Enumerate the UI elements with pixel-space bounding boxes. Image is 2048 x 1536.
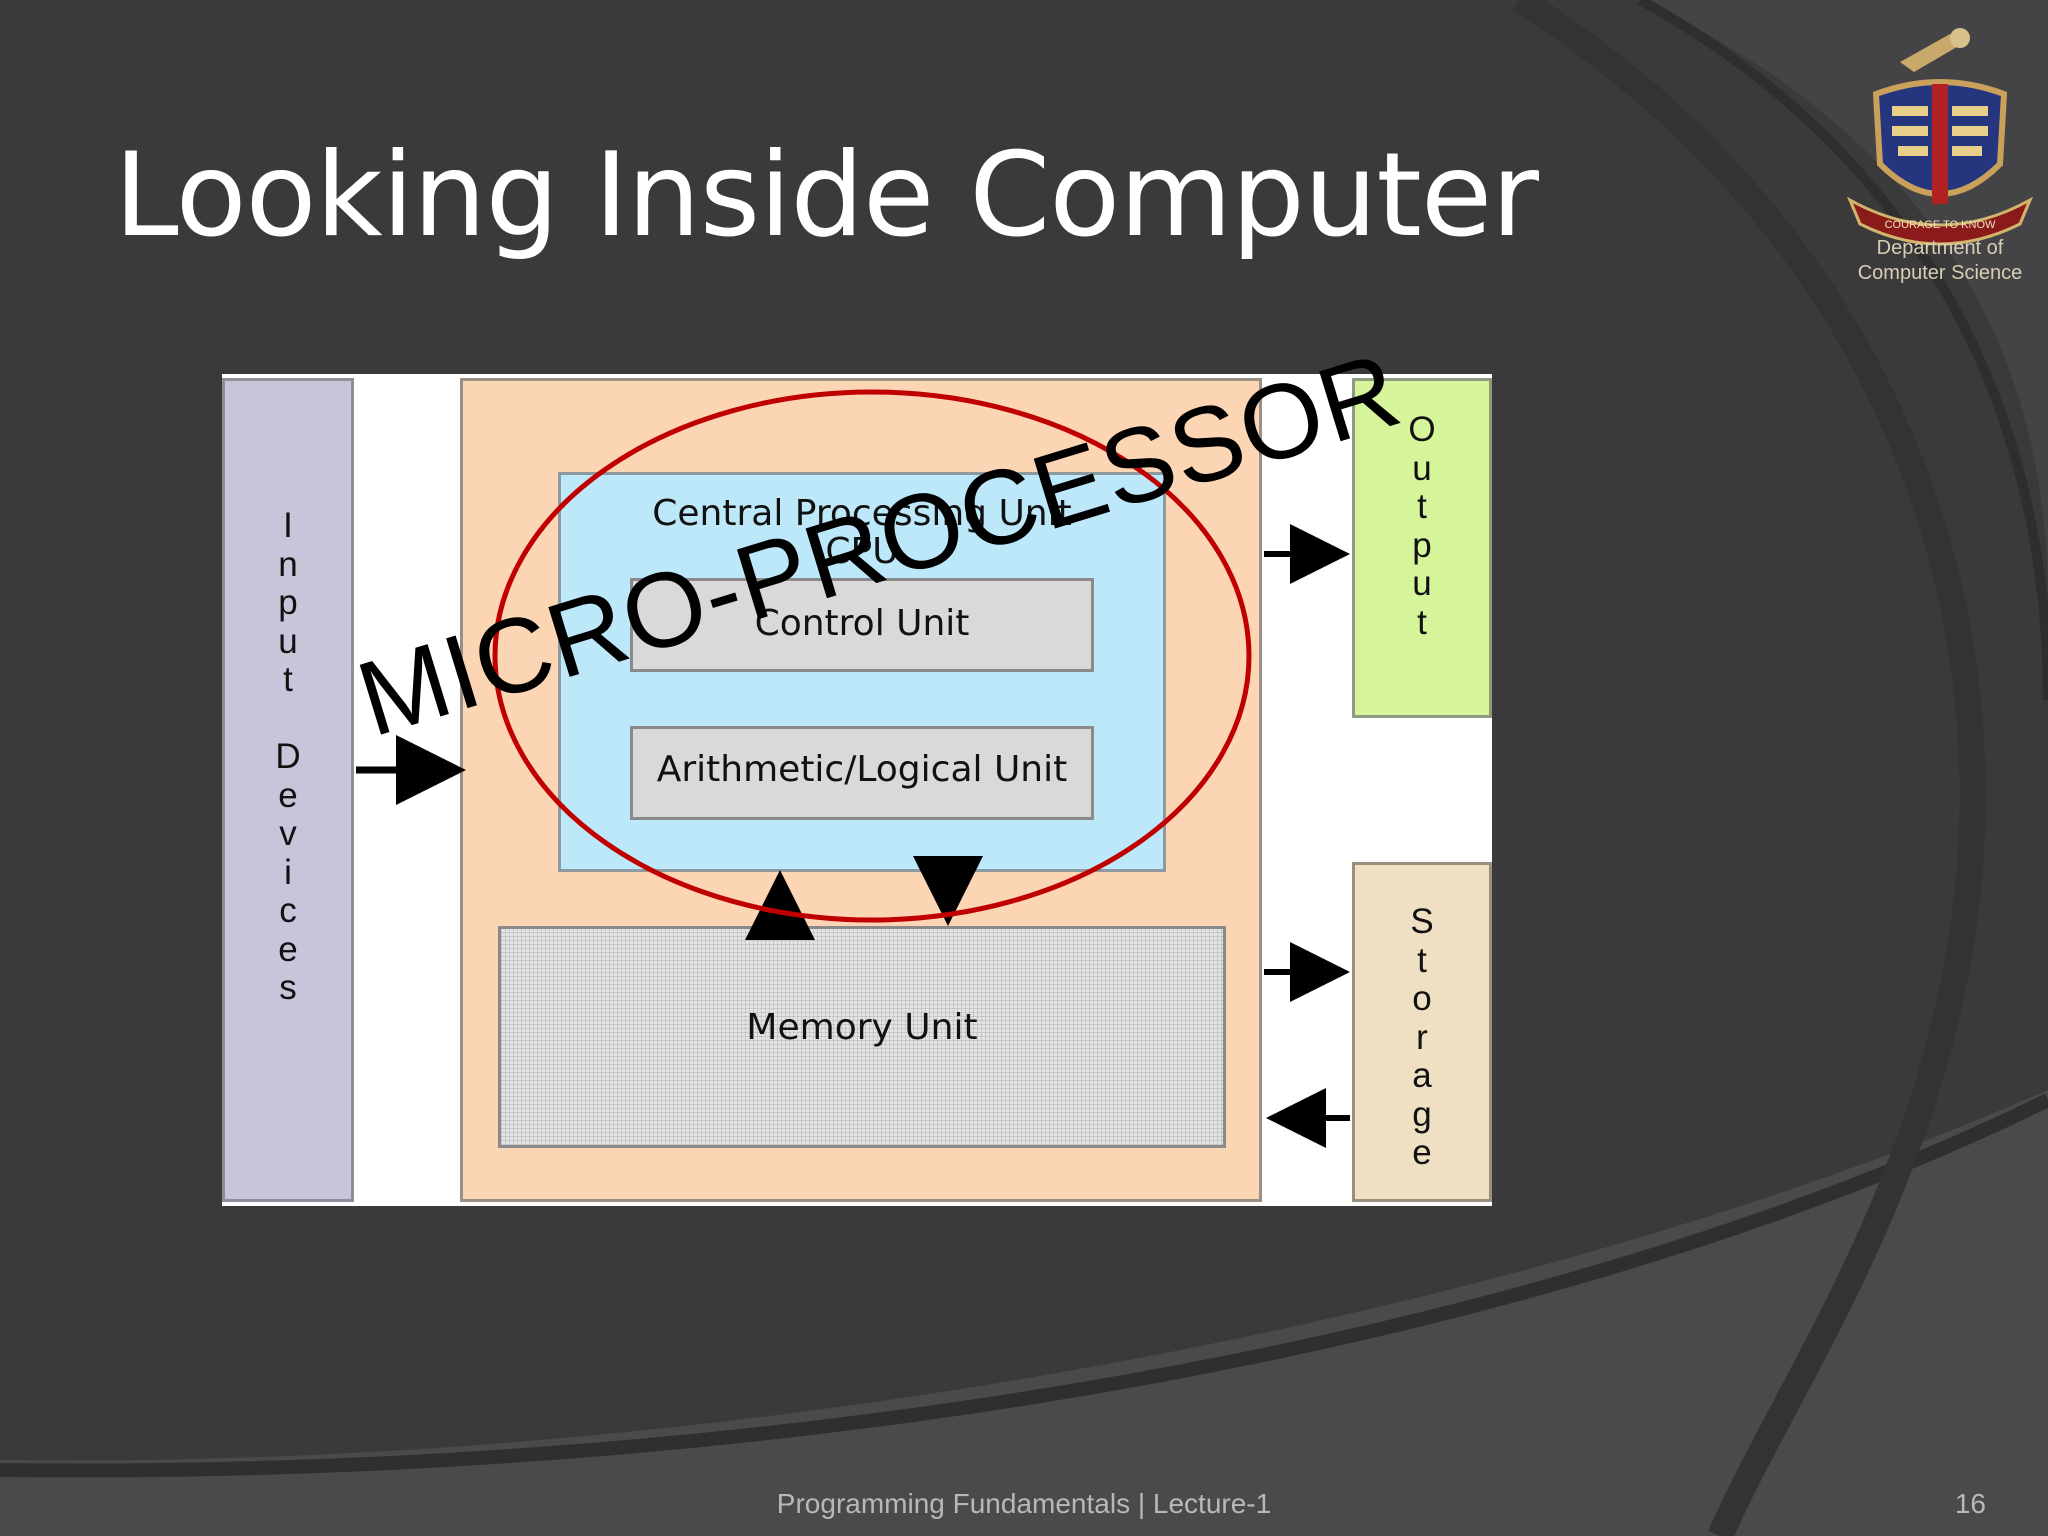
vertical-letter: v [279,814,297,853]
vertical-letter: n [278,544,298,584]
vertical-letter: e [1412,1133,1432,1172]
department-line-2: Computer Science [1857,262,2023,284]
vertical-letter: u [1412,448,1432,488]
vertical-letter: t [1417,940,1427,980]
vertical-letter: S [1410,902,1434,941]
slide-title: Looking Inside Computer [114,128,1539,263]
crest-icon: COURAGE TO KNOW [1846,28,2034,246]
vertical-letter: t [283,660,293,699]
vertical-letter: i [284,852,292,892]
vertical-letter: e [278,775,298,815]
vertical-letter: g [1412,1094,1432,1134]
memory-unit-box: Memory Unit [498,926,1226,1148]
slide-footer: Programming Fundamentals | Lecture-1 [776,1488,1272,1519]
vertical-letter: O [1408,410,1436,449]
vertical-letter: D [275,737,301,776]
vertical-letter: I [283,506,293,545]
vertical-letter: p [278,583,298,622]
vertical-letter: p [1412,525,1432,565]
memory-unit-label: Memory Unit [746,1007,978,1048]
vertical-letter: a [1412,1056,1432,1095]
vertical-letter: c [279,891,297,930]
vertical-letter: t [1417,487,1427,526]
vertical-letter: u [1412,564,1432,603]
vertical-letter: t [1417,602,1427,642]
vertical-letter: o [1412,979,1432,1018]
vertical-letter: u [278,621,298,661]
page-number: 16 [1954,1488,1986,1519]
vertical-letter: r [1416,1017,1428,1057]
department-label: Department of Computer Science [1840,236,2040,286]
department-line-1: Department of [1876,237,2004,259]
vertical-letter: e [278,929,298,969]
motto-text: COURAGE TO KNOW [1885,219,1996,231]
vertical-letter: s [279,968,297,1007]
